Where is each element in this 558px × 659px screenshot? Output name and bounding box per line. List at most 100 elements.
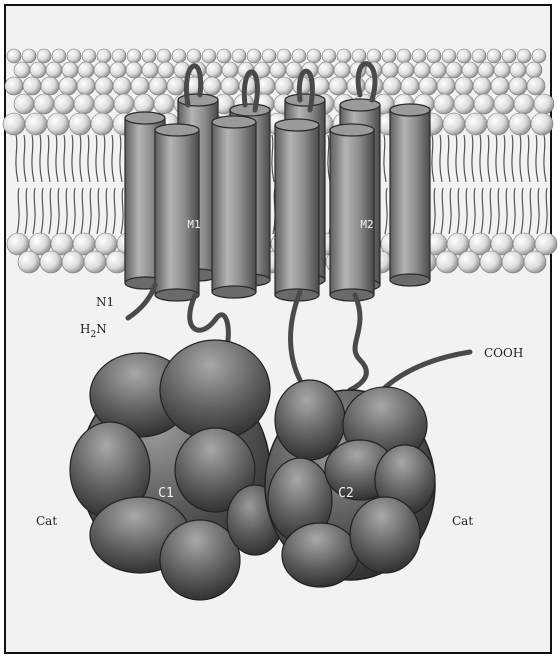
lipid-head — [222, 62, 238, 78]
lipid-tail — [512, 135, 514, 182]
lipid-tail — [89, 188, 91, 234]
lipid-tail — [49, 188, 51, 234]
lipid-tail — [24, 135, 26, 182]
lipid-head — [397, 49, 411, 63]
label-cooh: COOH — [484, 346, 523, 360]
lipid-head — [3, 113, 25, 135]
lipid-head — [67, 49, 81, 63]
lipid-tail — [120, 135, 122, 182]
lipid-tail — [112, 135, 114, 182]
lipid-tail — [544, 135, 546, 182]
lipid-head — [25, 113, 47, 135]
lipid-head — [454, 94, 474, 114]
lipid-head — [509, 113, 531, 135]
lipid-tail — [81, 188, 83, 234]
lipid-head — [37, 49, 51, 63]
lipid-head — [534, 94, 554, 114]
lipid-head — [167, 77, 185, 95]
lipid-tail — [521, 188, 523, 234]
lipid-tail — [489, 188, 491, 234]
lipid-tail — [272, 135, 274, 182]
lipid-tail — [480, 135, 482, 182]
helix-cylinder — [330, 124, 374, 301]
lipid-head — [527, 77, 545, 95]
lipid-tail — [96, 135, 98, 182]
lipid-tail — [488, 135, 490, 182]
cytoplasmic-domains — [70, 340, 435, 600]
lipid-head — [509, 77, 527, 95]
lipid-tail — [496, 135, 498, 182]
lipid-head — [62, 62, 78, 78]
lipid-head — [202, 49, 216, 63]
lipid-head — [502, 49, 516, 63]
lipid-head — [455, 77, 473, 95]
n-terminus-tail — [128, 285, 155, 318]
c2-domain — [265, 380, 435, 587]
lipid-head — [517, 49, 531, 63]
lipid-tail — [80, 135, 82, 182]
lipid-tail — [48, 135, 50, 182]
lipid-head — [458, 251, 480, 273]
lipid-head — [18, 251, 40, 273]
lipid-head — [334, 62, 350, 78]
lipid-head — [113, 77, 131, 95]
lipid-head — [91, 113, 113, 135]
lipid-tail — [529, 188, 531, 234]
lipid-head — [126, 62, 142, 78]
lipid-head — [77, 77, 95, 95]
label-cat-right: Cat — [452, 514, 473, 528]
lipid-head — [442, 49, 456, 63]
lipid-head — [158, 62, 174, 78]
lipid-head — [14, 94, 34, 114]
lipid-head — [502, 251, 524, 273]
lipid-head — [5, 77, 23, 95]
lipid-tail — [441, 188, 443, 234]
label-m2: M2 — [360, 218, 373, 231]
helix-cylinder — [275, 119, 319, 301]
lipid-tail — [513, 188, 515, 234]
lipid-head — [84, 251, 106, 273]
label-n1: N1 — [96, 295, 114, 309]
lipid-head — [94, 62, 110, 78]
lipid-head — [412, 49, 426, 63]
lipid-tail — [465, 188, 467, 234]
lipid-tail — [528, 135, 530, 182]
lipid-head — [462, 62, 478, 78]
lipid-tail — [72, 135, 74, 182]
lipid-tail — [433, 188, 435, 234]
lipid-head — [491, 77, 509, 95]
lipid-head — [14, 62, 30, 78]
lipid-head — [206, 62, 222, 78]
helix-cylinder — [155, 124, 199, 301]
lipid-head — [7, 49, 21, 63]
lipid-tail — [537, 188, 539, 234]
lipid-head — [41, 77, 59, 95]
lipid-head — [114, 94, 134, 114]
lipid-tail — [17, 188, 19, 234]
helix-cylinder — [390, 104, 430, 286]
lipid-head — [142, 49, 156, 63]
lipid-head — [382, 62, 398, 78]
lipid-tail — [65, 188, 67, 234]
lipid-tail — [97, 188, 99, 234]
lipid-tail — [448, 135, 450, 182]
lipid-tail — [384, 135, 386, 182]
loop-m1-bottom — [190, 295, 229, 340]
lipid-head — [494, 94, 514, 114]
lipid-head — [329, 77, 347, 95]
lipid-head — [514, 94, 534, 114]
lipid-head — [110, 62, 126, 78]
lipid-tail — [545, 188, 547, 234]
lipid-head — [427, 49, 441, 63]
lipid-tail — [504, 135, 506, 182]
lipid-head — [443, 113, 465, 135]
lipid-tail — [56, 135, 58, 182]
lipid-tail — [25, 188, 27, 234]
lipid-head — [446, 62, 462, 78]
lipid-head — [134, 94, 154, 114]
lipid-head — [78, 62, 94, 78]
lipid-head — [247, 49, 261, 63]
lipid-head — [494, 62, 510, 78]
lipid-tail — [464, 135, 466, 182]
